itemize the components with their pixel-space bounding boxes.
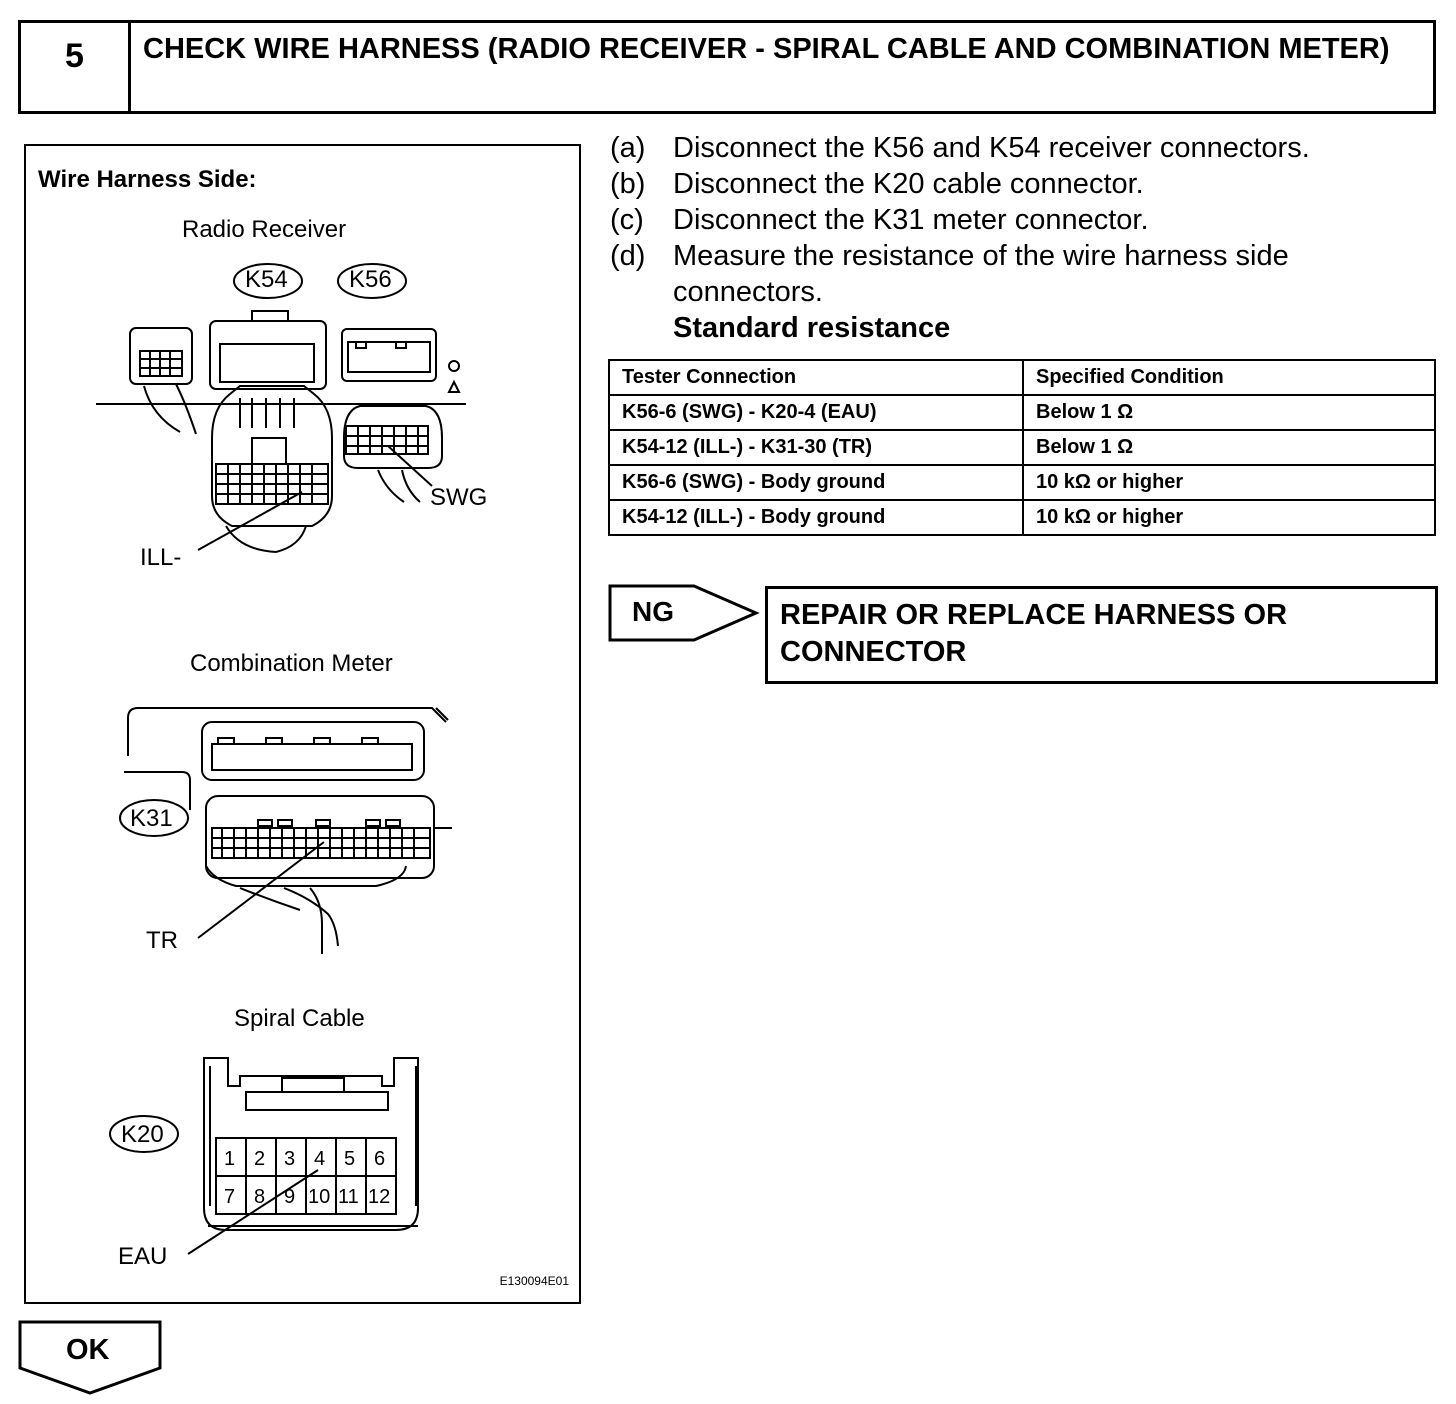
table-row: K54-12 (ILL-) - K31-30 (TR) Below 1 Ω <box>608 429 1436 466</box>
column-header: Specified Condition <box>1022 359 1436 396</box>
k20-pin: 1 <box>224 1148 236 1170</box>
tester-connection-cell: K54-12 (ILL-) - K31-30 (TR) <box>608 429 1024 466</box>
k20-pin: 9 <box>284 1186 296 1208</box>
step-item: (b) Disconnect the K20 cable connector. <box>610 166 1430 202</box>
tester-connection-cell: K56-6 (SWG) - Body ground <box>608 464 1024 501</box>
step-number: 5 <box>21 23 131 111</box>
figure-title: Wire Harness Side: <box>38 166 257 193</box>
tr-label: TR <box>146 927 178 954</box>
k20-pin: 11 <box>338 1186 359 1208</box>
tr-pointer <box>197 841 325 939</box>
eau-label: EAU <box>118 1243 168 1270</box>
ng-action-box: REPAIR OR REPLACE HARNESS OR CONNECTOR <box>765 586 1438 684</box>
specified-condition-cell: Below 1 Ω <box>1022 394 1436 431</box>
figure-code: E130094E01 <box>499 1274 569 1288</box>
k56-label: K56 <box>349 266 392 293</box>
k20-label: K20 <box>121 1121 164 1148</box>
k54-label: K54 <box>245 266 288 293</box>
tester-connection-cell: K56-6 (SWG) - K20-4 (EAU) <box>608 394 1024 431</box>
resistance-table: Tester Connection Specified Condition K5… <box>608 359 1436 536</box>
step-text: Measure the resistance of the wire harne… <box>673 240 1289 308</box>
table-row: K54-12 (ILL-) - Body ground 10 kΩ or hig… <box>608 499 1436 536</box>
eau-pointer <box>187 1169 319 1255</box>
k20-pin: 3 <box>284 1148 296 1170</box>
swg-pointer <box>387 445 433 487</box>
step-tag: (c) <box>610 204 644 236</box>
step-item: (a) Disconnect the K56 and K54 receiver … <box>610 130 1430 166</box>
table-row: K56-6 (SWG) - K20-4 (EAU) Below 1 Ω <box>608 394 1436 431</box>
k20-pin: 4 <box>314 1148 326 1170</box>
k54-oval <box>233 263 303 299</box>
k20-oval <box>109 1115 179 1153</box>
step-item: (d) Measure the resistance of the wire h… <box>610 238 1430 310</box>
k20-pin: 10 <box>308 1186 331 1208</box>
table-header-row: Tester Connection Specified Condition <box>608 359 1436 396</box>
step-text: Disconnect the K56 and K54 receiver conn… <box>673 132 1310 164</box>
procedure-steps: (a) Disconnect the K56 and K54 receiver … <box>610 130 1430 346</box>
swg-label: SWG <box>430 484 488 511</box>
step-header: 5 CHECK WIRE HARNESS (RADIO RECEIVER - S… <box>18 20 1436 114</box>
tester-connection-cell: K54-12 (ILL-) - Body ground <box>608 499 1024 536</box>
step-tag: (a) <box>610 132 646 164</box>
combination-meter-label: Combination Meter <box>190 650 393 677</box>
spiral-cable-label: Spiral Cable <box>234 1005 365 1032</box>
k20-pin: 12 <box>368 1186 391 1208</box>
k20-pin: 5 <box>344 1148 356 1170</box>
specified-condition-cell: Below 1 Ω <box>1022 429 1436 466</box>
ill-minus-label: ILL- <box>140 544 182 571</box>
k56-oval <box>337 263 407 299</box>
k31-label: K31 <box>130 805 173 832</box>
step-text: Disconnect the K31 meter connector. <box>673 204 1149 236</box>
table-row: K56-6 (SWG) - Body ground 10 kΩ or highe… <box>608 464 1436 501</box>
wire-harness-figure: Wire Harness Side: Radio Receiver K54 K5… <box>24 144 581 1304</box>
k20-pin: 2 <box>254 1148 266 1170</box>
k20-pin: 8 <box>254 1186 266 1208</box>
ok-arrow-icon[interactable] <box>18 1320 164 1396</box>
ng-arrow-icon[interactable] <box>608 584 764 644</box>
radio-receiver-label: Radio Receiver <box>182 216 347 243</box>
step-tag: (d) <box>610 240 646 272</box>
ill-pointer <box>197 491 303 551</box>
step-tag: (b) <box>610 168 646 200</box>
specified-condition-cell: 10 kΩ or higher <box>1022 499 1436 536</box>
column-header: Tester Connection <box>608 359 1024 396</box>
step-text: Disconnect the K20 cable connector. <box>673 168 1144 200</box>
ng-label[interactable]: NG <box>632 596 674 627</box>
step-item: (c) Disconnect the K31 meter connector. <box>610 202 1430 238</box>
standard-label: Standard resistance <box>673 312 951 344</box>
k31-oval <box>119 799 189 837</box>
k20-pin: 7 <box>224 1186 236 1208</box>
step-title: CHECK WIRE HARNESS (RADIO RECEIVER - SPI… <box>143 33 1390 65</box>
connector-diagram <box>96 263 466 1255</box>
k20-pin: 6 <box>374 1148 386 1170</box>
specified-condition-cell: 10 kΩ or higher <box>1022 464 1436 501</box>
ok-label[interactable]: OK <box>66 1334 110 1366</box>
